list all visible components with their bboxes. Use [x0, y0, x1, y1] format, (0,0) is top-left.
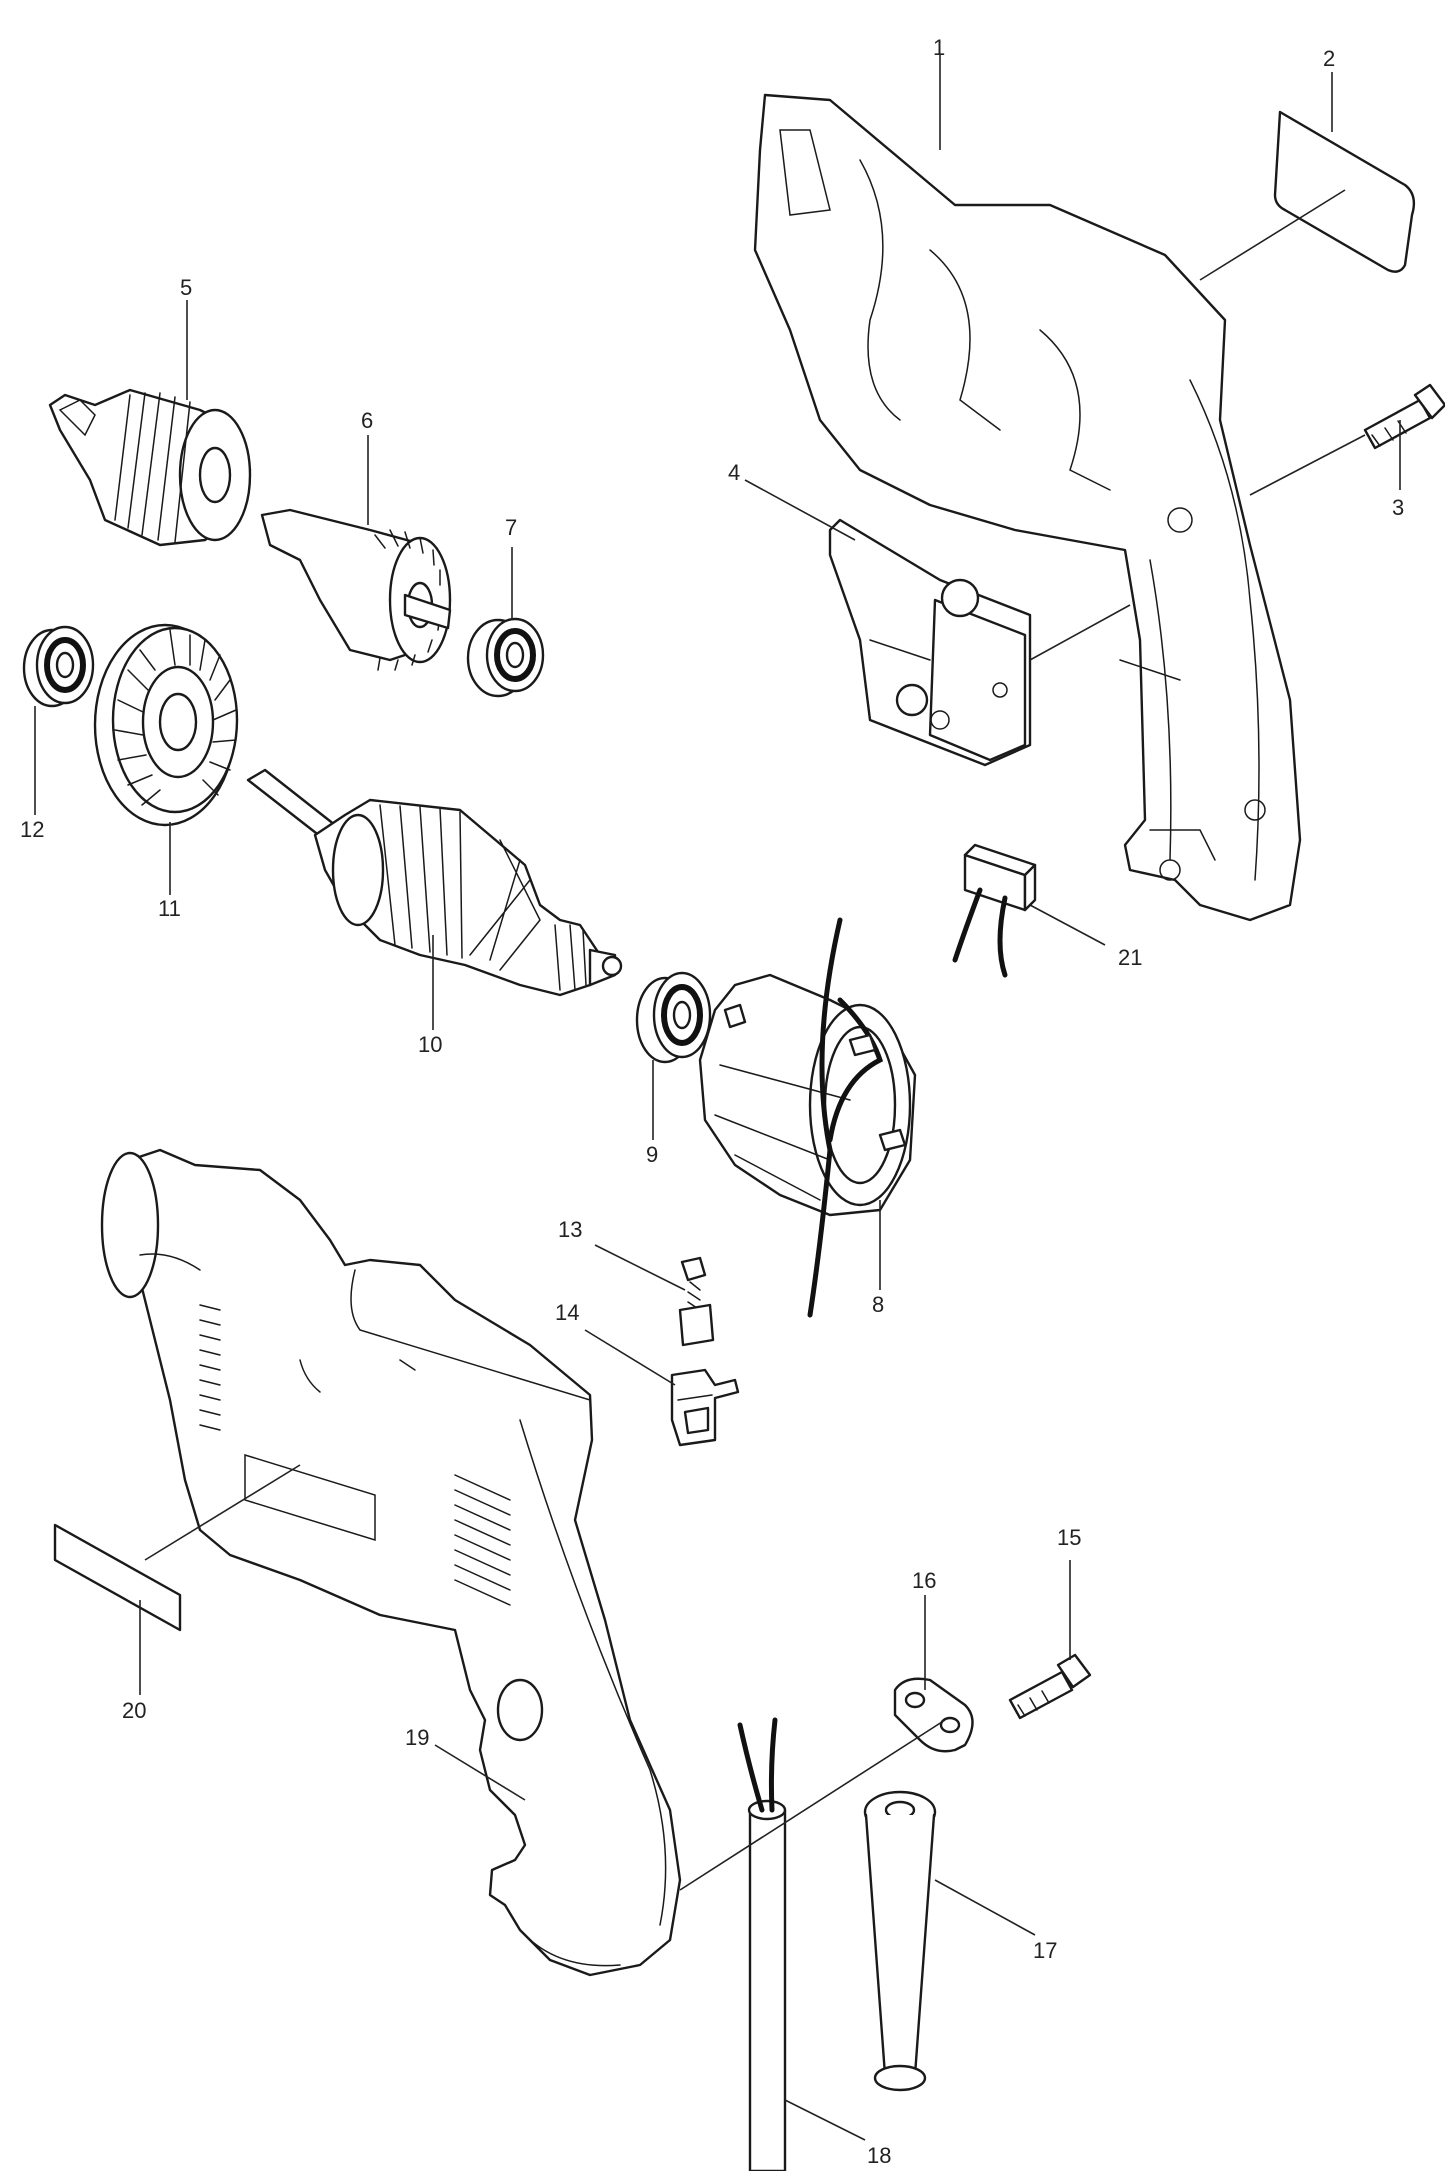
callout-4: 4 — [728, 460, 740, 485]
part-4-switch — [828, 518, 1032, 767]
part-1-housing-right — [753, 93, 1302, 922]
part-2-label-plate — [1273, 110, 1416, 273]
part-number-labels: 1 2 3 4 5 6 7 8 9 10 11 12 13 14 15 16 1… — [20, 35, 1404, 2168]
part-6-spindle-gear — [260, 508, 452, 671]
callout-16: 16 — [912, 1568, 936, 1593]
callout-11: 11 — [158, 896, 181, 921]
part-7-bearing — [466, 617, 545, 698]
part-18-power-cord — [737, 1717, 787, 2171]
callout-20: 20 — [122, 1698, 146, 1723]
part-8-field-stator — [698, 917, 917, 1318]
callout-17: 17 — [1033, 1938, 1057, 1963]
callout-12: 12 — [20, 817, 44, 842]
callout-15: 15 — [1057, 1525, 1081, 1550]
part-19-housing-left — [100, 1148, 682, 1977]
callout-14: 14 — [555, 1300, 579, 1325]
part-9-bearing — [635, 971, 712, 1064]
part-11-bevel-gear — [93, 623, 239, 827]
callout-6: 6 — [361, 408, 373, 433]
callout-1: 1 — [933, 35, 945, 60]
leader-lines — [34, 55, 1401, 2141]
part-21-capacitor — [952, 843, 1037, 978]
callout-21: 21 — [1118, 945, 1142, 970]
part-15-screw — [1008, 1653, 1092, 1720]
callout-18: 18 — [867, 2143, 891, 2168]
part-3-screw — [1363, 383, 1445, 450]
part-14-brush-holder — [670, 1368, 740, 1447]
part-20-label-plate — [53, 1523, 182, 1632]
part-17-cord-guard — [863, 1790, 937, 2092]
part-5-drill-chuck — [48, 388, 252, 547]
callout-8: 8 — [872, 1292, 884, 1317]
callout-5: 5 — [180, 275, 192, 300]
callout-3: 3 — [1392, 495, 1404, 520]
callout-7: 7 — [505, 515, 517, 540]
part-12-bearing — [22, 625, 95, 708]
part-13-carbon-brush — [678, 1256, 715, 1347]
callout-2: 2 — [1323, 46, 1335, 71]
callout-9: 9 — [646, 1142, 658, 1167]
part-16-cord-clamp — [893, 1677, 974, 1753]
callout-19: 19 — [405, 1725, 429, 1750]
callout-10: 10 — [418, 1032, 442, 1057]
callout-13: 13 — [558, 1217, 582, 1242]
part-10-armature — [246, 768, 623, 997]
